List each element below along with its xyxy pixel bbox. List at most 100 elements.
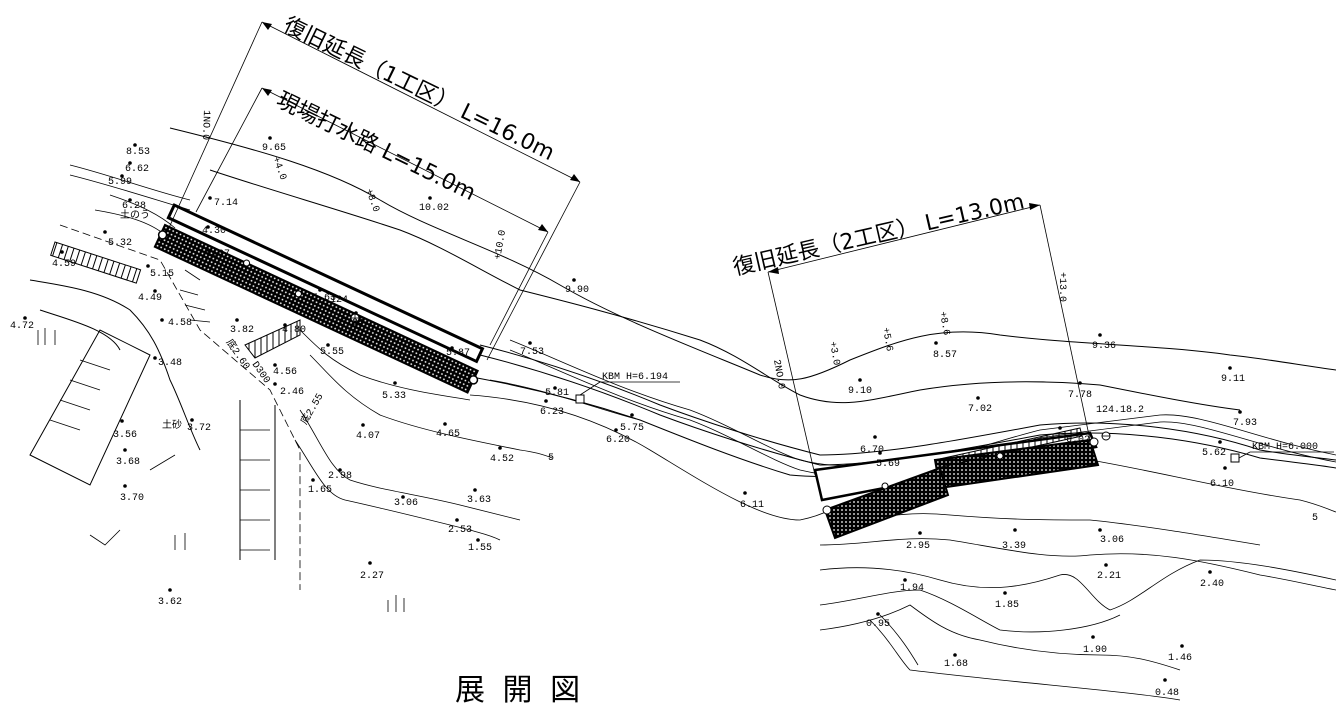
elev-e06: 7.14 (214, 198, 238, 209)
hatch-strip-2 (934, 427, 1083, 469)
elev-e62: 0.95 (866, 619, 890, 630)
elev-e65: 1.46 (1168, 653, 1192, 664)
concrete-block-1 (153, 223, 480, 394)
elev-e70: 5.63 (312, 293, 336, 304)
elev-e30: 3.70 (120, 493, 144, 504)
elev-e39: 1.55 (468, 543, 492, 554)
elev-e19: 5.84 (340, 318, 364, 329)
elev-e52: 6.02 (1066, 435, 1090, 446)
kbm-left-label: KBM H=6.194 (602, 372, 668, 383)
elev-e18: 5.55 (320, 347, 344, 358)
elev-e54: 6.10 (1210, 479, 1234, 490)
left-features (29, 224, 405, 612)
dim-label-sec1: 復旧延長（1工区） L=16.0m (279, 13, 558, 166)
station-8: +8.0 (362, 188, 381, 214)
elev-e63: 1.68 (944, 659, 968, 670)
elev-e51: 5.69 (876, 459, 900, 470)
elev-e37: 3.63 (467, 495, 491, 506)
elev-e61: 1.85 (995, 600, 1019, 611)
elev-e05: 9.65 (262, 143, 286, 154)
elev-e56: 3.39 (1002, 541, 1026, 552)
contour-5-left: 5 (548, 453, 554, 464)
elev-e11: 4.49 (138, 293, 162, 304)
elev-e17: 2.46 (280, 387, 304, 398)
contour-5-right: 5 (1312, 513, 1318, 524)
note-dpipe: 124.18.2 (1096, 405, 1144, 416)
concrete-block-2b (823, 466, 950, 540)
dimension-lines (167, 21, 1091, 476)
channel-outline-1 (166, 203, 485, 364)
elev-e47: 7.78 (1068, 390, 1092, 401)
elev-e12: 4.58 (168, 318, 192, 329)
elev-e02: 6.62 (125, 164, 149, 175)
elev-e27: 3.56 (113, 430, 137, 441)
elev-e29: 3.68 (116, 457, 140, 468)
elev-e35: 1.65 (308, 485, 332, 496)
elev-e48: 7.02 (968, 404, 992, 415)
station-10: +10.0 (493, 229, 509, 260)
channel-section-1 (153, 203, 485, 394)
slope-hatch (244, 319, 301, 359)
elev-e44: 8.57 (933, 350, 957, 361)
page-title: 展 開 図 (455, 673, 584, 708)
elev-e04: 6.28 (122, 201, 146, 212)
kbm-right-label: KBM H=6.000 (1252, 442, 1318, 453)
kbm-left: KBM H=6.194 (575, 372, 680, 404)
contour-lines (69, 127, 1336, 701)
elev-e68: 4.07 (206, 249, 230, 260)
elev-e40: 2.27 (360, 571, 384, 582)
station-1no0: 1NO.0 (199, 110, 211, 140)
elev-e14: 3.48 (158, 358, 182, 369)
elev-e45: 9.10 (848, 386, 872, 397)
elev-e09: 4.59 (52, 259, 76, 270)
station-3: +3.0 (826, 341, 841, 367)
elev-e66: 0.48 (1155, 688, 1179, 699)
elev-e21: 9.90 (565, 285, 589, 296)
elev-e55: 2.95 (906, 541, 930, 552)
channel-section-2 (813, 427, 1111, 540)
note-pipe-b: D300 (249, 360, 272, 386)
note-dpipe2: 124 (330, 295, 348, 306)
elev-e71: 5.87 (446, 348, 470, 359)
elev-e20: 5.33 (382, 391, 406, 402)
elev-e13: 4.72 (10, 321, 34, 332)
elev-e31: 4.07 (356, 431, 380, 442)
elev-e25: 5.75 (620, 423, 644, 434)
station-8-6: +8.6 (936, 311, 951, 337)
dim-label-sec2: 復旧延長（2工区） L=13.0m (731, 189, 1027, 280)
note-sandbag: 土のう (120, 208, 150, 222)
elev-e26: 6.20 (606, 435, 630, 446)
elev-e23: 5.81 (545, 388, 569, 399)
hatched-wall-left (50, 241, 142, 284)
elev-e43: 9.36 (1092, 341, 1116, 352)
elev-e60: 1.94 (900, 583, 924, 594)
elev-e64: 1.90 (1083, 645, 1107, 656)
elev-e41: 3.62 (158, 597, 182, 608)
elev-e49: 7.93 (1233, 418, 1257, 429)
elev-e38: 2.53 (448, 525, 472, 536)
elev-e53: 5.62 (1202, 448, 1226, 459)
elev-e03: 5.99 (108, 177, 132, 188)
elev-e32: 4.65 (436, 429, 460, 440)
elev-e58: 2.21 (1097, 571, 1121, 582)
elev-e08: 5.32 (108, 238, 132, 249)
elev-e15: 3.82 (230, 325, 254, 336)
elev-e67: 4.30 (202, 226, 226, 237)
station-13: +13.0 (1056, 272, 1067, 302)
elev-e24: 6.23 (540, 407, 564, 418)
elev-e59: 2.40 (1200, 579, 1224, 590)
kbm-right: KBM H=6.000 (1230, 442, 1334, 463)
elev-e36: 3.06 (394, 498, 418, 509)
elev-e46: 9.11 (1221, 374, 1245, 385)
elev-e22: 7.53 (520, 347, 544, 358)
elevation-points: 8.53 6.62 5.99 6.28 9.65 7.14 10.02 5.32… (10, 136, 1257, 699)
elev-e42: 6.11 (740, 500, 764, 511)
elev-e57: 3.06 (1100, 535, 1124, 546)
elev-e10: 5.15 (150, 269, 174, 280)
elev-e28: 3.72 (187, 423, 211, 434)
note-pipe-a: 底2.60 (223, 336, 254, 372)
elev-e07: 10.02 (419, 203, 449, 214)
elev-e33: 4.52 (490, 454, 514, 465)
elev-e50: 6.70 (860, 445, 884, 456)
